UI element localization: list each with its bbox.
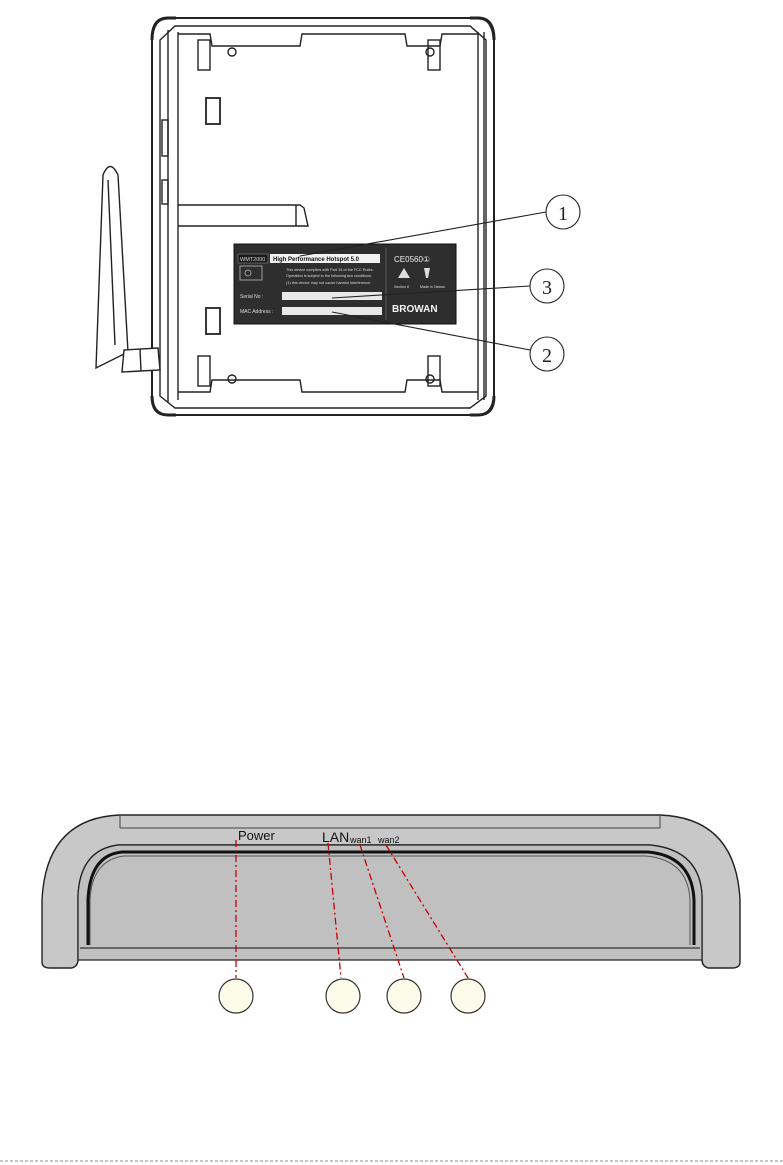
led-callout-lan [325, 978, 361, 1014]
product-label: WMT2000 High Performance Hotspot 5.0 Thi… [233, 243, 457, 325]
cert-icon-2 [424, 268, 430, 278]
cert-icon-1 [398, 268, 410, 278]
label-serial: Serial No : [240, 294, 263, 300]
svg-text:3: 3 [542, 277, 552, 299]
label-cert-marks: CE0560① [394, 255, 430, 264]
svg-text:2: 2 [542, 345, 552, 367]
label-brand: BROWAN [392, 304, 438, 315]
label-model: WMT2000 [240, 257, 265, 263]
label-note-1: This device complies with Part 15 of the… [286, 268, 374, 272]
svg-text:1: 1 [558, 203, 568, 225]
router-front-view [41, 814, 741, 969]
label-cert-caption-1: Section 8 [394, 285, 409, 289]
wifi-logo-icon [239, 265, 263, 281]
callout-2: 2 [529, 336, 565, 372]
antenna [95, 165, 161, 373]
label-product-name: High Performance Hotspot 5.0 [273, 257, 360, 263]
label-mac: MAC Address : [240, 309, 273, 315]
led-leaders [235, 840, 469, 979]
led-label-wan2: wan2 [377, 835, 400, 845]
led-callout-power [218, 978, 254, 1014]
label-cert-caption-2: Made in Taiwan [420, 285, 445, 289]
led-callout-wan1 [386, 978, 422, 1014]
led-callout-wan2 [450, 978, 486, 1014]
router-back-view [150, 16, 496, 417]
led-label-lan: LAN [322, 829, 349, 845]
led-label-power: Power [238, 828, 276, 843]
label-note-2: Operation is subject to the following tw… [286, 274, 372, 278]
label-note-3: (1) this device may not cause harmful in… [286, 281, 371, 285]
callout-1: 1 [545, 194, 581, 230]
callout-leaders [299, 211, 547, 351]
callout-3: 3 [529, 268, 565, 304]
led-label-wan1: wan1 [349, 835, 372, 845]
